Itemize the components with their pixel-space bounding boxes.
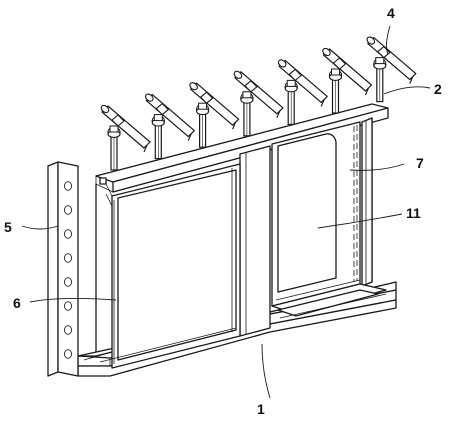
nozzle-assembly bbox=[189, 82, 240, 148]
tube-tip bbox=[364, 87, 370, 96]
label-11: 11 bbox=[406, 205, 421, 221]
nozzle-tube bbox=[145, 94, 195, 138]
mounting-plate bbox=[47, 161, 79, 377]
tube-collar bbox=[199, 91, 214, 104]
tube-tip bbox=[276, 110, 281, 119]
connector-block bbox=[375, 57, 385, 65]
nozzle-tube bbox=[190, 82, 240, 126]
tube-collar bbox=[376, 45, 391, 59]
right-opening bbox=[271, 121, 387, 319]
connector-block bbox=[242, 91, 252, 99]
tube-collar bbox=[288, 68, 303, 82]
nozzle-tube bbox=[101, 105, 151, 149]
tube-tip bbox=[409, 76, 414, 84]
nozzle-tube bbox=[367, 36, 417, 81]
label-5: 5 bbox=[4, 219, 12, 235]
tube-end-cap bbox=[277, 59, 287, 68]
tube-tip bbox=[187, 133, 192, 141]
label-6: 6 bbox=[13, 295, 21, 311]
tube-tip bbox=[232, 121, 237, 130]
reference-numerals: 1 2 4 5 6 7 11 bbox=[4, 5, 442, 417]
nozzle-tube bbox=[234, 71, 284, 115]
nozzle-assembly bbox=[277, 59, 328, 126]
tube-tip bbox=[143, 144, 148, 153]
mounting-holes bbox=[64, 181, 73, 359]
tube-end-cap bbox=[100, 104, 110, 114]
tube-end-cap bbox=[144, 93, 154, 102]
connector-block bbox=[153, 114, 163, 122]
connector-block bbox=[198, 102, 208, 110]
connector-block bbox=[286, 79, 296, 87]
label-1: 1 bbox=[257, 401, 265, 417]
tube-collar bbox=[155, 102, 170, 116]
nozzle-tube bbox=[278, 59, 328, 104]
nozzle-row bbox=[100, 36, 417, 171]
tube-collar bbox=[111, 114, 125, 127]
tube-collar bbox=[332, 57, 347, 70]
label-7: 7 bbox=[416, 155, 424, 171]
nozzle-assembly bbox=[100, 104, 151, 171]
connector-block bbox=[331, 68, 340, 76]
tube-end-cap bbox=[366, 36, 376, 45]
tube-end-cap bbox=[233, 70, 243, 79]
leader-lines bbox=[21, 25, 431, 399]
left-panel bbox=[83, 163, 241, 369]
nozzle-assembly bbox=[233, 70, 284, 137]
label-2: 2 bbox=[434, 81, 442, 97]
tube-end-cap bbox=[322, 47, 331, 57]
tube-collar bbox=[244, 80, 258, 93]
connector-block bbox=[109, 125, 119, 133]
label-4: 4 bbox=[387, 5, 395, 21]
tube-end-cap bbox=[189, 82, 198, 91]
nozzle-assembly bbox=[366, 36, 417, 103]
tube-tip bbox=[320, 99, 325, 107]
nozzle-tube bbox=[322, 48, 373, 92]
nozzle-assembly bbox=[144, 93, 195, 160]
top-plate bbox=[95, 103, 389, 193]
nozzle-assembly bbox=[322, 47, 373, 114]
